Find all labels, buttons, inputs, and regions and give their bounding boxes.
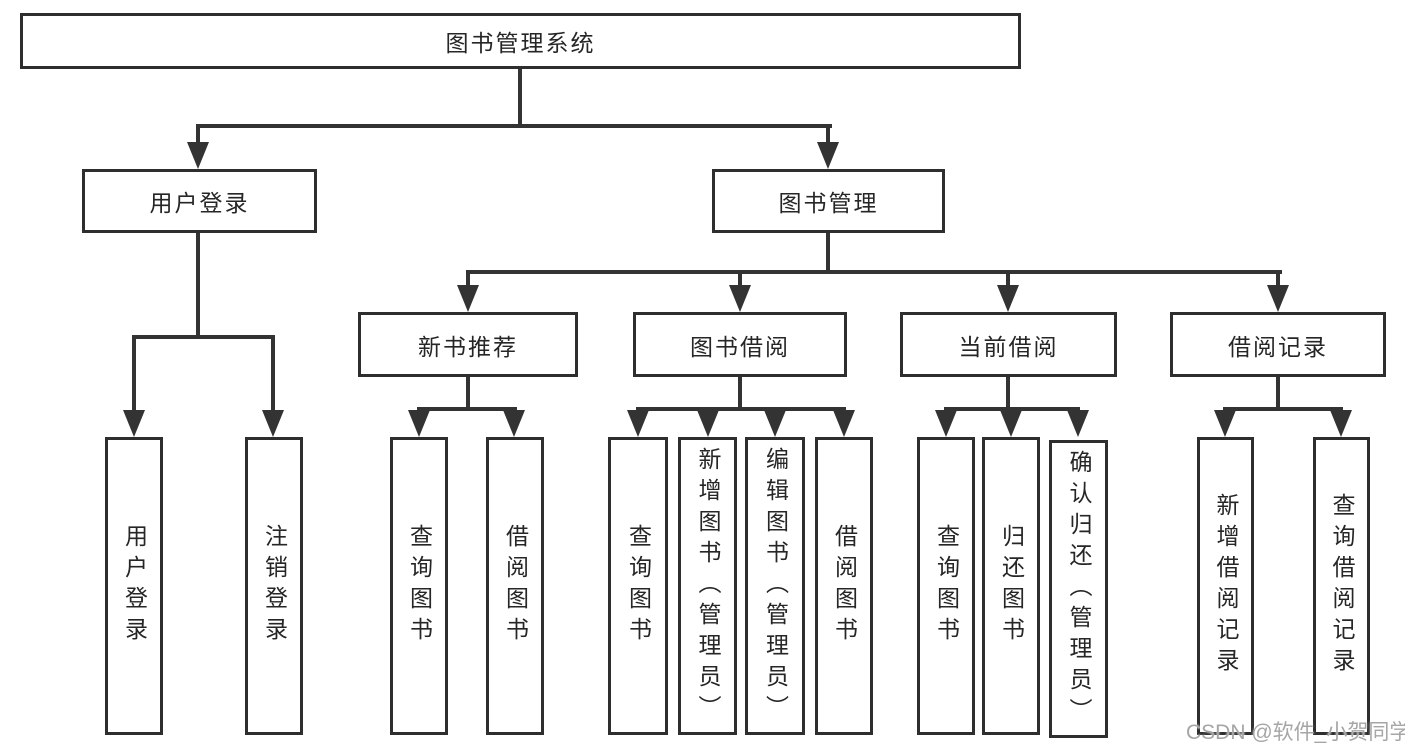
- arrow-down-icon: [1267, 285, 1289, 312]
- node-label: 用户登录: [149, 190, 250, 216]
- node-book-management: 图书管理: [712, 169, 945, 233]
- connector-line: [1276, 377, 1280, 411]
- connector-line: [1006, 377, 1010, 411]
- node-label: 查询图书: [406, 524, 433, 648]
- node-label: 图书借阅: [690, 333, 790, 360]
- connector-line: [944, 407, 1080, 411]
- node-label: 借阅图书: [831, 524, 858, 648]
- node-label: 图书管理系统: [445, 30, 596, 56]
- node-label: 查询借阅记录: [1329, 493, 1355, 679]
- connector-line: [1006, 270, 1010, 287]
- arrow-down-icon: [935, 410, 957, 437]
- arrow-down-icon: [503, 410, 525, 437]
- connector-line: [518, 69, 522, 124]
- arrow-down-icon: [1330, 410, 1352, 437]
- arrow-down-icon: [997, 285, 1019, 312]
- connector-line: [466, 377, 470, 411]
- connector-line: [738, 270, 742, 287]
- node-query-books: 查询图书: [917, 437, 975, 735]
- node-label: 确认归还（管理员）: [1066, 449, 1092, 729]
- connector-line: [466, 270, 1282, 274]
- node-label: 新书推荐: [418, 333, 518, 360]
- node-query-books: 查询图书: [390, 437, 448, 735]
- node-return-books: 归还图书: [982, 437, 1040, 735]
- connector-line: [636, 407, 846, 411]
- connector-line: [132, 335, 136, 412]
- node-query-books: 查询图书: [608, 437, 668, 735]
- arrow-down-icon: [262, 410, 284, 437]
- connector-line: [738, 377, 742, 411]
- node-book-borrowing: 图书借阅: [633, 312, 847, 377]
- arrow-down-icon: [817, 142, 839, 169]
- csdn-watermark: CSDN @软件_小贺同学: [1186, 721, 1405, 744]
- node-label: 查询图书: [933, 524, 960, 648]
- connector-line: [196, 124, 200, 144]
- node-library-management-system: 图书管理系统: [20, 13, 1021, 69]
- node-current-borrowing: 当前借阅: [900, 312, 1117, 377]
- node-borrow-books: 借阅图书: [486, 437, 544, 735]
- arrow-down-icon: [764, 410, 786, 437]
- node-borrowing-records: 借阅记录: [1170, 312, 1386, 377]
- connector-line: [271, 335, 275, 412]
- arrow-down-icon: [729, 285, 751, 312]
- connector-line: [132, 335, 275, 339]
- node-edit-book-admin: 编辑图书（管理员）: [745, 437, 805, 735]
- arrow-down-icon: [1067, 410, 1089, 437]
- node-confirm-return-admin: 确认归还（管理员）: [1049, 440, 1108, 738]
- connector-line: [196, 233, 200, 335]
- node-user-login: 用户登录: [82, 169, 317, 233]
- node-add-book-admin: 新增图书（管理员）: [678, 437, 737, 735]
- arrow-down-icon: [408, 410, 430, 437]
- connector-line: [466, 270, 470, 287]
- arrow-down-icon: [187, 142, 209, 169]
- node-label: 归还图书: [998, 524, 1025, 648]
- arrow-down-icon: [1000, 410, 1022, 437]
- node-logout: 注销登录: [245, 437, 303, 735]
- node-borrow-books: 借阅图书: [815, 437, 873, 735]
- connector-line: [417, 407, 517, 411]
- node-label: 注销登录: [261, 524, 288, 648]
- node-label: 新增借阅记录: [1213, 493, 1239, 679]
- node-label: 用户登录: [121, 524, 148, 648]
- connector-line: [1223, 407, 1343, 411]
- connector-line: [417, 407, 421, 412]
- node-label: 当前借阅: [958, 333, 1059, 360]
- node-label: 借阅记录: [1228, 333, 1328, 360]
- connector-line: [826, 124, 830, 144]
- arrow-down-icon: [627, 410, 649, 437]
- arrow-down-icon: [1214, 410, 1236, 437]
- node-label: 查询图书: [625, 524, 652, 648]
- node-label: 借阅图书: [502, 524, 529, 648]
- node-label: 新增图书（管理员）: [695, 446, 721, 726]
- connector-line: [826, 233, 830, 274]
- node-label: 编辑图书（管理员）: [762, 446, 789, 726]
- node-new-book-recommend: 新书推荐: [358, 312, 578, 377]
- arrow-down-icon: [457, 285, 479, 312]
- arrow-down-icon: [833, 410, 855, 437]
- node-add-borrow-record: 新增借阅记录: [1197, 437, 1254, 735]
- node-label: 图书管理: [778, 190, 879, 216]
- arrow-down-icon: [697, 410, 719, 437]
- node-query-borrow-record: 查询借阅记录: [1313, 437, 1370, 735]
- connector-line: [1276, 270, 1280, 287]
- arrow-down-icon: [123, 410, 145, 437]
- connector-line: [196, 124, 832, 128]
- connector-line: [512, 407, 516, 412]
- node-user-login-leaf: 用户登录: [105, 437, 163, 735]
